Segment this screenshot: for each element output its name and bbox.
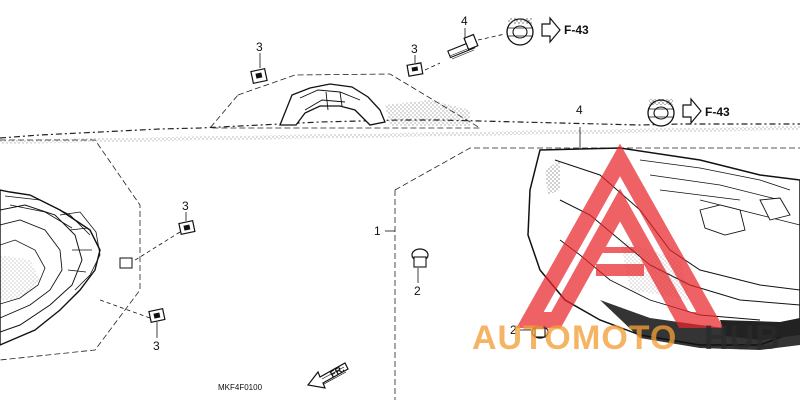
callout-3-left-upper: 3 (182, 199, 189, 213)
grommet-top (506, 18, 534, 46)
callout-4-top: 4 (461, 14, 468, 28)
callout-4-right: 4 (576, 103, 583, 117)
ref-arrow-right (682, 97, 702, 125)
callout-3-top-left: 3 (256, 40, 263, 54)
clip-nut-3-top-left (250, 53, 268, 85)
main-cowl-part-1 (385, 147, 800, 400)
watermark-text-moto: MOTO (572, 319, 677, 357)
clip-nut-3-left-upper (131, 212, 196, 263)
front-direction-arrow-hatch (321, 366, 347, 385)
ref-label-f43-right: F-43 (705, 105, 730, 119)
ref-label-f43-top: F-43 (564, 23, 589, 37)
watermark-logo (516, 143, 724, 328)
upper-cowl-fragment (209, 73, 482, 129)
section-break-texture (0, 126, 800, 144)
callout-2-lower: 2 (510, 323, 517, 337)
clip-nut-3-top-right (406, 55, 441, 77)
ref-arrow-top (541, 16, 561, 44)
clip-nut-3-left-lower (99, 299, 166, 338)
grommet-right (647, 99, 675, 127)
callout-2-upper: 2 (414, 284, 421, 298)
callout-3-top-right: 3 (411, 42, 418, 56)
left-cowl-assembly (0, 139, 141, 361)
callout-3-left-lower: 3 (153, 339, 160, 353)
screw-2-upper (411, 248, 429, 283)
bolt-4-top (447, 28, 506, 60)
watermark-text: AUTO MOTO HUB (472, 319, 781, 357)
callout-1: 1 (374, 224, 381, 238)
watermark-text-hub: HUB (704, 319, 781, 357)
watermark-text-auto: AUTO (472, 319, 572, 357)
diagram-code: MKF4F0100 (218, 383, 263, 392)
